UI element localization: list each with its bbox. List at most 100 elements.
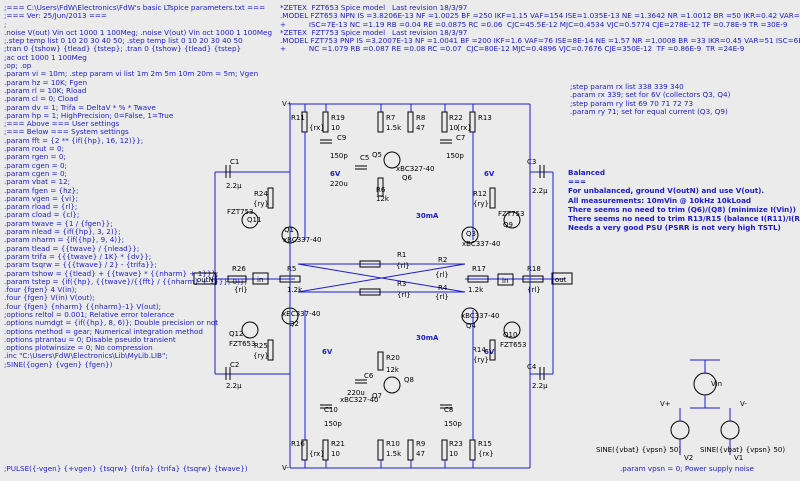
resistor-r26 bbox=[227, 275, 247, 283]
q5-label: Q5 bbox=[372, 151, 382, 159]
directive-line: .param hp = 1; HighPrecision; 0=False, 1… bbox=[4, 110, 174, 120]
r8-label: R8 bbox=[416, 114, 425, 122]
directive-line: .param vgen = {vi}; bbox=[4, 193, 79, 203]
q9-label: Q9 bbox=[503, 221, 513, 229]
node-6v-left-bottom: 6V bbox=[322, 348, 333, 356]
r10-label: R10 bbox=[386, 440, 400, 448]
directive-line: ; bbox=[4, 19, 7, 29]
vminus-label: V- bbox=[282, 464, 289, 472]
r14-label: R14 bbox=[472, 346, 486, 354]
port-out bbox=[551, 272, 573, 285]
vplus-tag: V+ bbox=[660, 400, 671, 408]
q7-model: xBC327-40 bbox=[340, 396, 379, 404]
transistor-q12 bbox=[241, 321, 259, 339]
q2-label: Q2 bbox=[289, 320, 299, 328]
r20-value: 12k bbox=[386, 366, 400, 374]
r3-value: {rl} bbox=[397, 291, 411, 299]
directives-left: ;=== C:\Users\FdW\Electronics\FdW's basi… bbox=[4, 3, 272, 369]
r18-value: {rl} bbox=[527, 286, 541, 294]
q10-model: FZT653 bbox=[500, 341, 526, 349]
r4-value: {rl} bbox=[435, 293, 449, 301]
q1-label: Q1 bbox=[284, 226, 294, 234]
resistor-r7 bbox=[377, 111, 384, 133]
q2-model: xBC337-40 bbox=[282, 310, 321, 318]
directive-line: .four {fgen} V(in) V(out); bbox=[4, 293, 95, 303]
r18-label: R18 bbox=[527, 265, 541, 273]
transistor-q8 bbox=[383, 376, 401, 394]
v1-value: SINE({vbat} {vpsn} 50) bbox=[700, 446, 785, 454]
out-label: out bbox=[555, 276, 567, 284]
r21-label: R21 bbox=[331, 440, 345, 448]
directive-line: ;tran 0 {tshow} {tlead} {tstep}; .tran 0… bbox=[4, 44, 242, 54]
directive-line: .inc "C:\Users\FdW\Electronics\Lib\MyLib… bbox=[4, 351, 168, 361]
r19-value: 10 bbox=[331, 124, 340, 132]
in-right-label: in bbox=[502, 277, 508, 285]
transistor-q9 bbox=[503, 211, 521, 229]
directive-line: .param cgen = 0; bbox=[4, 160, 67, 170]
in-label: in bbox=[257, 276, 263, 284]
q9-model: FZT753 bbox=[498, 210, 524, 218]
r7-label: R7 bbox=[386, 114, 395, 122]
q4-label: Q4 bbox=[466, 322, 477, 330]
q6-label: Q6 bbox=[402, 174, 413, 182]
step-directives: ;step param rx list 338 339 340 .param r… bbox=[570, 82, 730, 116]
directive-line: .param rout = 0; bbox=[4, 144, 65, 154]
directive-line: ;PULSE({-vgen} {+vgen} {tsqrw} {trifa} {… bbox=[4, 464, 248, 473]
c2-label: C2 bbox=[230, 361, 239, 369]
r19-label: R19 bbox=[331, 114, 345, 122]
directive-line: .param rgen = 0; bbox=[4, 152, 66, 162]
node-6v-left: 6V bbox=[330, 170, 341, 178]
r24-label: R24 bbox=[254, 190, 268, 198]
c2-value: 2.2µ bbox=[226, 382, 242, 390]
c3-label: C3 bbox=[527, 158, 536, 166]
directive-line: ;=== C:\Users\FdW\Electronics\FdW's basi… bbox=[4, 3, 266, 12]
q3-model: xBC337-40 bbox=[462, 240, 501, 248]
c7-label: C7 bbox=[456, 134, 465, 142]
directive-line: .param vi = 10m; .step param vi list 1m … bbox=[4, 69, 259, 79]
outn-label: outN bbox=[197, 276, 214, 284]
c8-label: C8 bbox=[444, 406, 453, 414]
directive-line: .param tsqrw = {{{twave} / 2} - {trifa}}… bbox=[4, 260, 157, 270]
directive-line: ;=== Ver: 25/Jun/2013 === bbox=[4, 11, 107, 21]
vin-label: Vin bbox=[711, 380, 722, 388]
r25-value: {ry} bbox=[253, 352, 269, 360]
c3-value: 2.2µ bbox=[532, 187, 548, 195]
q6-model: xBC327-40 bbox=[396, 165, 435, 173]
source-v2 bbox=[670, 420, 690, 440]
directive-pulse: ;PULSE({-vgen} {+vgen} {tsqrw} {trifa} {… bbox=[4, 464, 248, 473]
resistor-r23 bbox=[441, 439, 448, 461]
c5-label: C5 bbox=[360, 154, 369, 162]
directive-line: .param nlead = {if({hp}, 3, 2)}; bbox=[4, 227, 121, 237]
c7-value: 150p bbox=[446, 152, 464, 160]
directive-line: .param fft = {2 ** {if({hp}, 16, 12)}}; bbox=[4, 135, 144, 145]
transistor-q11 bbox=[241, 211, 259, 229]
resistor-r1 bbox=[359, 260, 381, 268]
resistor-r3 bbox=[359, 288, 381, 296]
model-line: .MODEL FZT753 PNP IS =3.2007E-13 NF =1.0… bbox=[280, 36, 800, 46]
q11-label: Q11 bbox=[247, 216, 261, 224]
r11-label: R11 bbox=[291, 114, 305, 122]
r9-label: R9 bbox=[416, 440, 425, 448]
c9-value: 150p bbox=[330, 152, 348, 160]
v2-value: SINE({vbat} {vpsn} 50) bbox=[596, 446, 681, 454]
r1-value: {rl} bbox=[396, 262, 410, 270]
resistor-r25 bbox=[267, 339, 274, 361]
c4-value: 2.2µ bbox=[532, 382, 548, 390]
r11-value: {rx} bbox=[309, 124, 325, 132]
model-line: .MODEL FZT653 NPN IS =3.8206E-13 NF =1.0… bbox=[280, 11, 800, 21]
v2-label: V2 bbox=[684, 454, 693, 462]
model-line: *ZETEX FZT653 Spice model Last revision … bbox=[280, 3, 468, 12]
note-line: There seems no need to trim R13/R15 (bal… bbox=[568, 214, 800, 224]
r9-value: 47 bbox=[416, 450, 425, 458]
psu-param: .param vpsn = 0; Power supply noise bbox=[620, 464, 754, 473]
note-line: Needs a very good PSU (PSRR is not very … bbox=[568, 223, 781, 233]
resistor-r20 bbox=[377, 351, 384, 371]
c10-label: C10 bbox=[324, 406, 338, 414]
v1-label: V1 bbox=[734, 454, 743, 462]
resistor-r22 bbox=[441, 111, 448, 133]
r15-label: R15 bbox=[478, 440, 492, 448]
directive-line: .four {fgen} 4 V(in); bbox=[4, 285, 77, 295]
c1-label: C1 bbox=[230, 158, 239, 166]
